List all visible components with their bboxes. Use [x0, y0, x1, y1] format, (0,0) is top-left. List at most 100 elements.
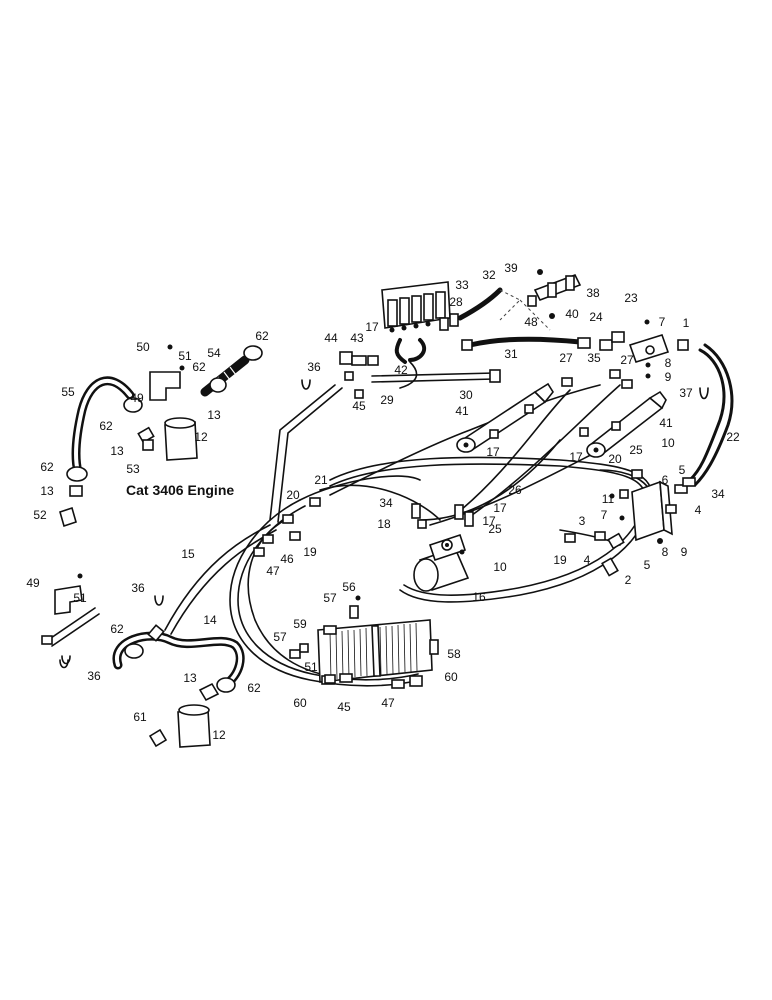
callout-47: 47 — [381, 696, 395, 710]
callout-30: 30 — [459, 388, 473, 402]
callout-23: 23 — [624, 291, 638, 305]
callout-59: 59 — [293, 617, 307, 631]
callout-13: 13 — [40, 484, 54, 498]
callout-51: 51 — [304, 660, 318, 674]
callout-57: 57 — [323, 591, 337, 605]
callout-62: 62 — [192, 360, 206, 374]
callout-15: 15 — [181, 547, 195, 561]
callout-36: 36 — [87, 669, 101, 683]
callout-49: 49 — [130, 391, 144, 405]
callout-18: 18 — [377, 517, 391, 531]
callout-36: 36 — [131, 581, 145, 595]
callout-13: 13 — [110, 444, 124, 458]
callout-12: 12 — [212, 728, 226, 742]
callout-51: 51 — [73, 591, 87, 605]
callout-45: 45 — [352, 399, 366, 413]
callout-41: 41 — [659, 416, 673, 430]
callout-16: 16 — [472, 590, 486, 604]
callout-25: 25 — [629, 443, 643, 457]
callout-61: 61 — [133, 710, 147, 724]
callout-17: 17 — [493, 501, 507, 515]
callout-17: 17 — [569, 450, 583, 464]
callout-60: 60 — [293, 696, 307, 710]
callout-41: 41 — [455, 404, 469, 418]
callout-52: 52 — [33, 508, 47, 522]
callout-34: 34 — [711, 487, 725, 501]
callout-13: 13 — [183, 671, 197, 685]
callout-62: 62 — [99, 419, 113, 433]
callout-32: 32 — [482, 268, 496, 282]
callout-19: 19 — [303, 545, 317, 559]
callout-55: 55 — [61, 385, 75, 399]
part-callouts: 1234455677889910101112121313131314151617… — [26, 261, 740, 742]
manifold-block-6 — [601, 480, 673, 577]
callout-28: 28 — [449, 295, 463, 309]
callout-3: 3 — [579, 514, 586, 528]
callout-49: 49 — [26, 576, 40, 590]
callout-21: 21 — [314, 473, 328, 487]
callout-53: 53 — [126, 462, 140, 476]
callout-31: 31 — [504, 347, 518, 361]
callout-14: 14 — [203, 613, 217, 627]
callout-46: 46 — [280, 552, 294, 566]
callout-42: 42 — [394, 363, 408, 377]
callout-10: 10 — [493, 560, 507, 574]
callout-38: 38 — [586, 286, 600, 300]
callout-39: 39 — [504, 261, 518, 275]
callout-11: 11 — [602, 492, 615, 506]
callout-54: 54 — [207, 346, 221, 360]
callout-20: 20 — [608, 452, 622, 466]
callout-7: 7 — [659, 315, 666, 329]
callout-57: 57 — [273, 630, 287, 644]
callout-13: 13 — [207, 408, 221, 422]
callout-17: 17 — [486, 445, 500, 459]
hose-network — [164, 343, 734, 687]
fittings — [61, 313, 709, 689]
control-valve — [381, 281, 451, 364]
callout-44: 44 — [324, 331, 338, 345]
engine-components-lower — [41, 573, 245, 748]
callout-43: 43 — [350, 331, 364, 345]
callout-48: 48 — [524, 315, 538, 329]
callout-27: 27 — [559, 351, 573, 365]
callout-62: 62 — [40, 460, 54, 474]
callout-37: 37 — [679, 386, 693, 400]
tube-29-30 — [371, 361, 501, 389]
callout-6: 6 — [662, 473, 669, 487]
callout-19: 19 — [553, 553, 567, 567]
callout-4: 4 — [695, 503, 702, 517]
callout-47: 47 — [266, 564, 280, 578]
callout-56: 56 — [342, 580, 356, 594]
oil-cooler — [317, 619, 439, 685]
callout-35: 35 — [587, 351, 601, 365]
callout-33: 33 — [455, 278, 469, 292]
lift-cylinder-left — [456, 382, 554, 453]
callout-27: 27 — [620, 353, 634, 367]
callout-36: 36 — [307, 360, 321, 374]
callout-17: 17 — [482, 514, 496, 528]
callout-1: 1 — [683, 316, 690, 330]
callout-17: 17 — [365, 320, 379, 334]
callout-2: 2 — [625, 573, 632, 587]
callout-12: 12 — [194, 430, 208, 444]
callout-8: 8 — [665, 356, 672, 370]
lift-cylinder-right — [579, 390, 667, 458]
callout-40: 40 — [565, 307, 579, 321]
callout-25: 25 — [488, 522, 502, 536]
callout-58: 58 — [447, 647, 461, 661]
callout-20: 20 — [286, 488, 300, 502]
callout-62: 62 — [110, 622, 124, 636]
callout-5: 5 — [644, 558, 651, 572]
callout-45: 45 — [337, 700, 351, 714]
callout-34: 34 — [379, 496, 393, 510]
callout-29: 29 — [380, 393, 394, 407]
callout-10: 10 — [661, 436, 675, 450]
callout-22: 22 — [726, 430, 740, 444]
callout-50: 50 — [136, 340, 150, 354]
callout-4: 4 — [584, 553, 591, 567]
hose-31 — [461, 336, 591, 351]
callout-5: 5 — [679, 463, 686, 477]
callout-7: 7 — [601, 508, 608, 522]
callout-24: 24 — [589, 310, 603, 324]
